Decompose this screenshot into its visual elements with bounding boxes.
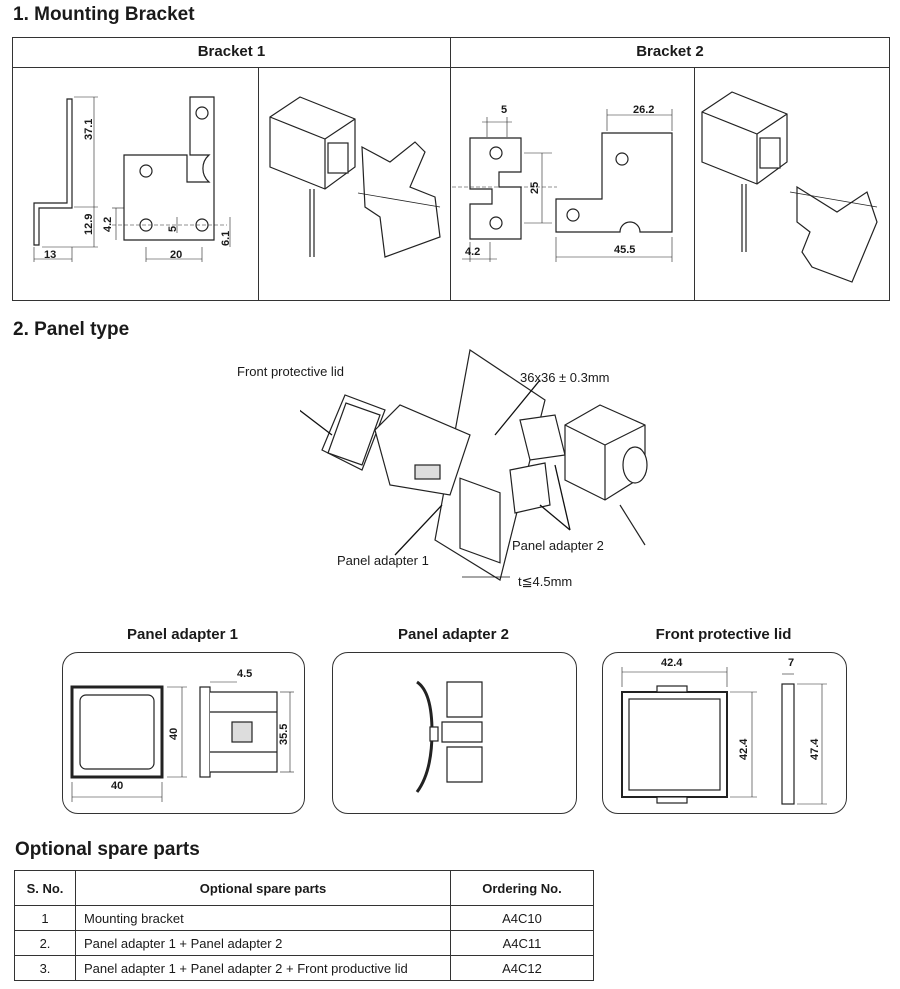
- cell-part: Panel adapter 1 + Panel adapter 2 + Fron…: [75, 955, 451, 981]
- cell-sno: 1: [14, 905, 76, 931]
- mounting-bracket-frame: Bracket 1 Bracket 2: [12, 37, 890, 301]
- callout-thickness: t≦4.5mm: [518, 574, 573, 589]
- callout-cutout: 36x36 ± 0.3mm: [520, 370, 610, 385]
- detail-box-adapter1: [62, 652, 305, 814]
- section1-title: 1. Mounting Bracket: [13, 4, 195, 25]
- dim-b1-a: 37.1: [83, 118, 95, 140]
- callout-adapter1: Panel adapter 1: [337, 553, 429, 568]
- cell-ordering: A4C10: [450, 905, 594, 931]
- detail-title-adapter1: Panel adapter 1: [127, 626, 238, 643]
- cell-sno: 2.: [14, 930, 76, 956]
- detail-box-adapter2: [332, 652, 577, 814]
- dim-lid-w: 42.4: [661, 657, 683, 669]
- callout-front-lid: Front protective lid: [237, 364, 344, 379]
- dim-a1-w: 40: [111, 780, 124, 792]
- cell-ordering: A4C11: [450, 930, 594, 956]
- detail-title-front-lid: Front protective lid: [655, 626, 792, 643]
- dim-b1-c: 13: [44, 249, 57, 261]
- table-row: 2. Panel adapter 1 + Panel adapter 2 A4C…: [14, 930, 594, 956]
- detail-drawings: [70, 667, 827, 805]
- table-row: 1 Mounting bracket A4C10: [14, 905, 594, 931]
- col-header-ordering: Ordering No.: [450, 870, 594, 906]
- bracket2-header: Bracket 2: [636, 43, 704, 60]
- bracket-drawings: [33, 91, 878, 283]
- detail-title-adapter2: Panel adapter 2: [398, 626, 509, 643]
- dim-lid-d: 7: [788, 657, 795, 669]
- cell-sno: 3.: [14, 955, 76, 981]
- dim-b2-b: 26.2: [633, 104, 655, 116]
- spare-parts-table: S. No. Optional spare parts Ordering No.…: [14, 870, 594, 981]
- col-header-sno: S. No.: [14, 870, 76, 906]
- dim-b2-d: 4.2: [465, 246, 481, 258]
- cell-part: Panel adapter 1 + Panel adapter 2: [75, 930, 451, 956]
- dim-a1-d: 4.5: [237, 668, 253, 680]
- panel-exploded-view: [300, 348, 648, 581]
- dim-a1-h: 40: [168, 727, 180, 740]
- dim-lid-side-h: 47.4: [809, 738, 821, 760]
- spare-title: Optional spare parts: [15, 839, 200, 860]
- col-header-parts: Optional spare parts: [75, 870, 451, 906]
- dim-b2-e: 45.5: [614, 244, 636, 256]
- dim-a1-side-h: 35.5: [278, 723, 290, 745]
- dim-b1-d: 4.2: [102, 216, 114, 232]
- detail-box-front-lid: [602, 652, 847, 814]
- callout-adapter2: Panel adapter 2: [512, 538, 604, 553]
- table-row: 3. Panel adapter 1 + Panel adapter 2 + F…: [14, 955, 594, 981]
- dim-b1-b: 12.9: [83, 213, 95, 235]
- cell-part: Mounting bracket: [75, 905, 451, 931]
- dim-b1-e: 5: [167, 225, 179, 232]
- cell-ordering: A4C12: [450, 955, 594, 981]
- dim-b1-g: 20: [170, 249, 183, 261]
- dim-b2-a: 5: [501, 104, 508, 116]
- dim-b2-c: 25: [529, 181, 541, 194]
- dim-lid-h: 42.4: [738, 738, 750, 760]
- bracket1-header: Bracket 1: [197, 43, 266, 60]
- dim-b1-f: 6.1: [220, 230, 232, 246]
- section2-title: 2. Panel type: [13, 319, 130, 340]
